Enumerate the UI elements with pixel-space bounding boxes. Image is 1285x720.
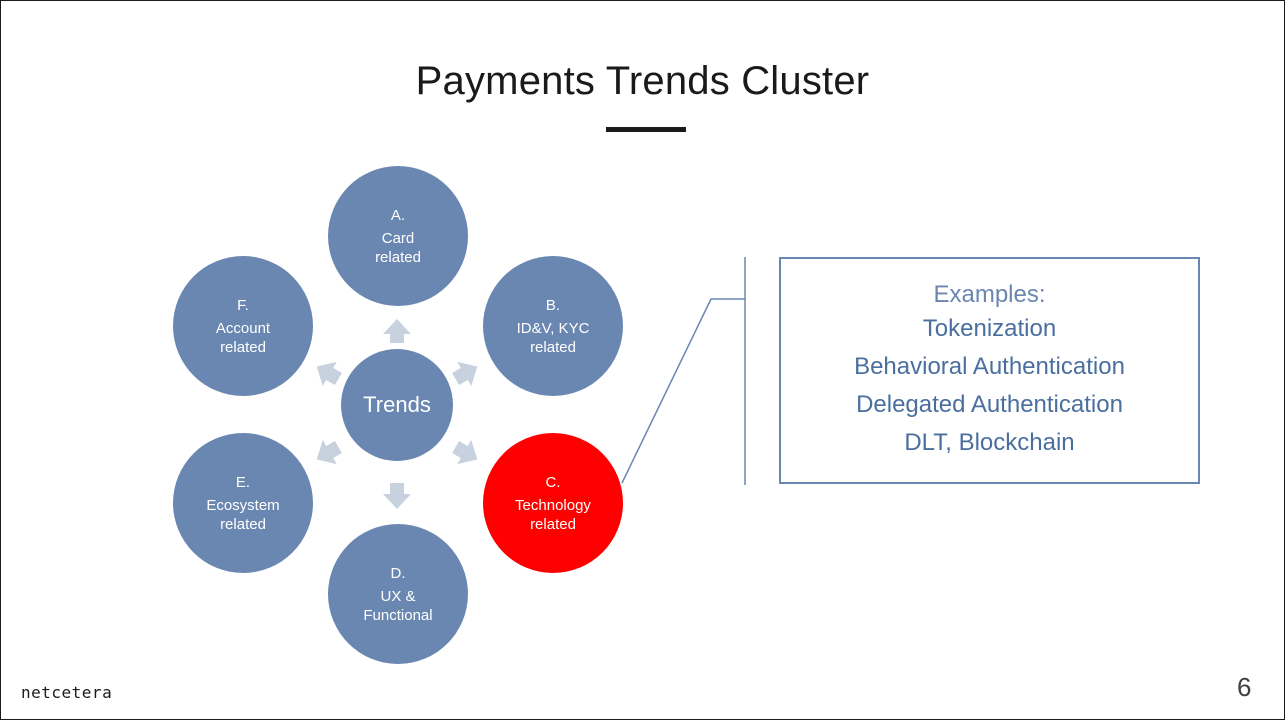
arrow-to-f <box>316 361 342 387</box>
example-item: Behavioral Authentication <box>854 353 1125 380</box>
example-item: DLT, Blockchain <box>904 429 1075 456</box>
slide-title: Payments Trends Cluster <box>415 59 870 103</box>
node-letter: F. <box>237 296 249 314</box>
center-node-trends: Trends <box>341 349 453 461</box>
node-label-line2: related <box>375 248 421 266</box>
center-node-label: Trends <box>363 392 431 417</box>
example-item: Delegated Authentication <box>856 391 1123 418</box>
node-label-line1: Technology <box>515 496 591 514</box>
node-label-line1: Ecosystem <box>206 496 280 514</box>
node-f-account: F. Account related <box>173 256 313 396</box>
title-underline <box>606 127 686 132</box>
node-label-line2: related <box>220 338 266 356</box>
page-number: 6 <box>1237 672 1252 702</box>
node-letter: A. <box>390 206 406 224</box>
arrow-to-a <box>383 319 411 343</box>
node-b-idv-kyc: B. ID&V, KYC related <box>483 256 623 396</box>
node-c-technology: C. Technology related <box>483 433 623 573</box>
node-e-ecosystem: E. Ecosystem related <box>173 433 313 573</box>
example-item: Tokenization <box>922 315 1057 342</box>
examples-box: Examples: Tokenization Behavioral Authen… <box>779 257 1200 484</box>
node-letter: E. <box>235 473 251 491</box>
node-letter: B. <box>545 296 561 314</box>
node-label-line1: UX & <box>380 587 416 605</box>
node-letter: C. <box>545 473 561 491</box>
node-label-line1: Card <box>381 229 415 247</box>
node-label-line1: ID&V, KYC <box>516 319 590 337</box>
examples-heading: Examples: <box>933 281 1046 308</box>
arrow-to-e <box>316 439 342 465</box>
netcetera-logo: netcetera <box>21 683 113 702</box>
node-label-line2: Functional <box>363 606 433 624</box>
node-label-line2: related <box>530 338 576 356</box>
node-label-line2: related <box>220 515 266 533</box>
arrow-to-c <box>452 439 478 465</box>
node-label-line2: related <box>530 515 576 533</box>
arrow-to-b <box>452 361 478 387</box>
node-label-line1: Account <box>215 319 271 337</box>
arrow-to-d <box>383 483 411 509</box>
node-letter: D. <box>390 564 406 582</box>
node-a-card: A. Card related <box>328 166 468 306</box>
node-d-ux-functional: D. UX & Functional <box>328 524 468 664</box>
